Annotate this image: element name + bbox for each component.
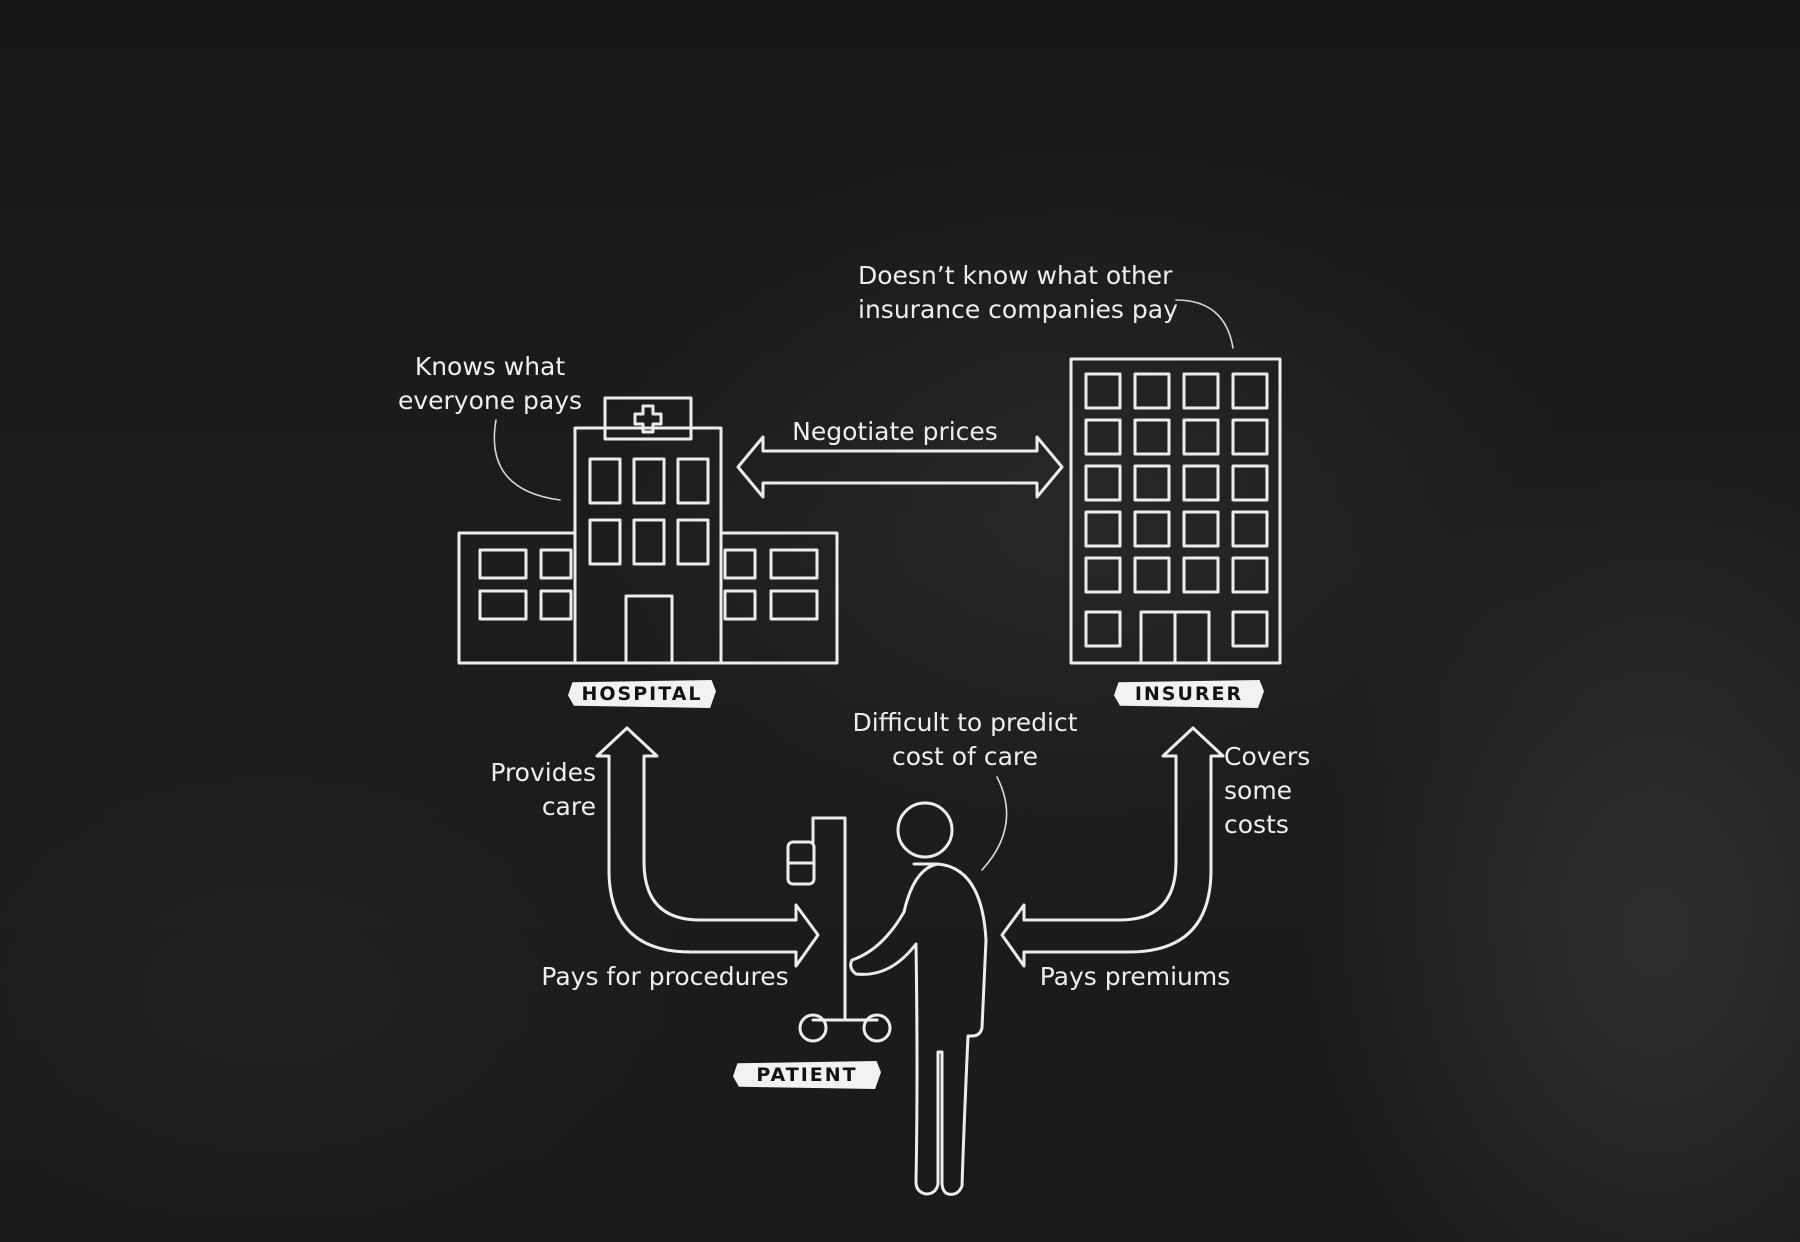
insurer-tag: INSURER [1114,680,1264,708]
covers-costs-label: Covers some costs [1224,740,1344,842]
insurer-window [1231,610,1269,648]
insurer-building-icon [1069,357,1282,665]
hospital-note-line-1: Knows what [414,352,566,381]
insurer-note: Doesn’t know what other insurance compan… [858,259,1188,327]
hospital-patient-flow-arrow [595,726,820,968]
patient-tag: PATIENT [733,1061,881,1089]
insurer-window [1084,464,1122,502]
covers-costs-line-2: some [1224,776,1293,805]
insurer-window [1182,510,1220,548]
insurer-window [1133,464,1171,502]
patient-note-leader [981,776,1008,871]
insurer-window [1231,510,1269,548]
insurer-window [1133,372,1171,410]
patient-note-line-2: cost of care [891,742,1039,771]
hospital-icon [457,396,839,665]
covers-costs-line-1: Covers [1224,742,1311,771]
insurer-window [1084,510,1122,548]
insurer-window [1231,418,1269,456]
iv-stand-icon [786,816,892,1043]
patient-figure-icon [849,801,988,1196]
insurer-window [1182,556,1220,594]
insurer-window [1182,418,1220,456]
insurer-window [1133,510,1171,548]
hospital-tag: HOSPITAL [568,680,716,708]
insurer-window [1231,464,1269,502]
patient-note: Difficult to predict cost of care [840,706,1090,774]
insurer-note-leader [1175,299,1234,349]
insurer-window [1133,418,1171,456]
hospital-note-leader [493,419,561,501]
patient-note-line-1: Difficult to predict [852,708,1078,737]
hospital-note: Knows what everyone pays [382,350,598,418]
hospital-note-line-2: everyone pays [397,386,583,415]
insurer-window [1084,372,1122,410]
insurer-window [1182,372,1220,410]
pays-premiums-label: Pays premiums [1039,962,1231,991]
insurer-window [1231,372,1269,410]
insurer-window [1182,464,1220,502]
insurer-window [1084,556,1122,594]
negotiate-double-arrow [736,435,1064,499]
pays-for-procedures-label: Pays for procedures [541,962,789,991]
insurer-window [1133,556,1171,594]
provides-care-line-2: care [541,792,596,821]
covers-costs-line-3: costs [1224,810,1289,839]
insurer-note-line-2: insurance companies pay [858,295,1178,324]
provides-care-label: Provides care [470,756,596,824]
insurer-note-line-1: Doesn’t know what other [858,261,1173,290]
provides-care-line-1: Provides [490,758,596,787]
insurer-window [1231,556,1269,594]
negotiate-prices-label: Negotiate prices [792,417,998,446]
insurer-patient-flow-arrow [1000,726,1225,968]
insurer-window [1084,610,1122,648]
insurer-window [1084,418,1122,456]
